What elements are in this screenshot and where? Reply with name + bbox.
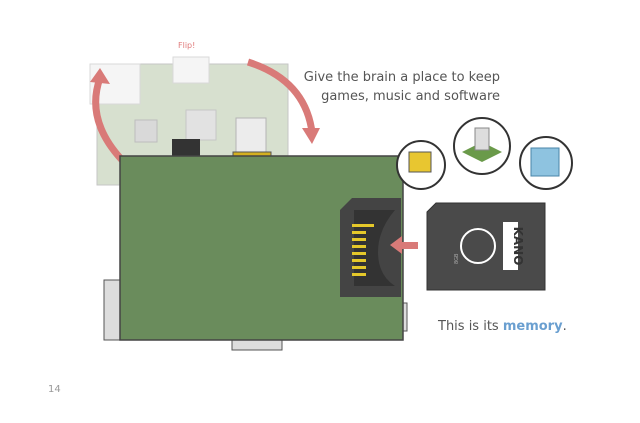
sd-capacity: 8GB bbox=[454, 253, 460, 264]
caption-line-1: Give the brain a place to keep bbox=[303, 70, 500, 85]
insert-arrow-icon bbox=[390, 236, 418, 254]
caption-line-2: games, music and software bbox=[321, 89, 500, 104]
sd-card: KANO 8GB bbox=[426, 202, 546, 291]
bubble-music-icon bbox=[519, 136, 573, 190]
sd-brand: KANO bbox=[511, 227, 525, 266]
flip-label: Flip! bbox=[178, 41, 196, 50]
bubble-minecraft-icon bbox=[453, 117, 511, 175]
memory-highlight: memory bbox=[502, 319, 563, 334]
page-number: 14 bbox=[48, 384, 61, 395]
caption-top: Give the brain a place to keep games, mu… bbox=[304, 68, 500, 106]
caption-suffix: . bbox=[562, 319, 567, 334]
audio-jack bbox=[172, 139, 200, 157]
caption-bottom: This is its memory. bbox=[438, 319, 567, 334]
caption-prefix: This is its bbox=[438, 319, 503, 334]
flip-arrow-left-icon bbox=[92, 76, 125, 163]
bubble-app-icon bbox=[396, 140, 446, 190]
flip-arrow-right-icon bbox=[246, 58, 316, 133]
sd-slot bbox=[340, 198, 401, 297]
